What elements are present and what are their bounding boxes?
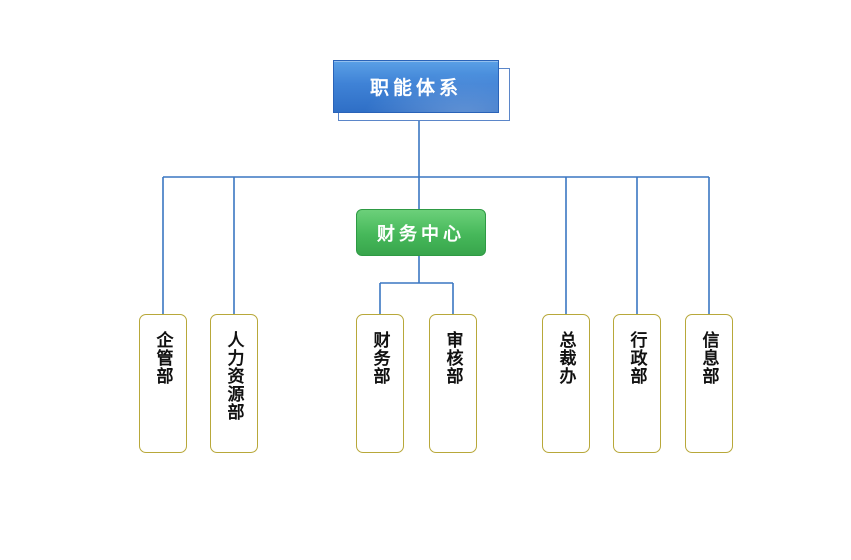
root-node-label: 职能体系 (369, 77, 462, 99)
dept-label: 信息部 (698, 331, 719, 385)
dept-label: 财务部 (369, 331, 390, 385)
dept-label: 总裁办 (555, 331, 576, 385)
dept-label: 行政部 (626, 331, 647, 385)
dept-node-caiwu[interactable]: 财务部 (356, 314, 404, 453)
dept-node-xinxi[interactable]: 信息部 (685, 314, 733, 453)
dept-node-shenhe[interactable]: 审核部 (429, 314, 477, 453)
dept-label: 审核部 (442, 331, 463, 385)
dept-node-xingzheng[interactable]: 行政部 (613, 314, 661, 453)
center-node-label: 财务中心 (377, 223, 465, 245)
root-node[interactable]: 职能体系 (333, 60, 499, 113)
dept-node-zongcai[interactable]: 总裁办 (542, 314, 590, 453)
dept-label: 人力资源部 (223, 331, 244, 421)
dept-label: 企管部 (152, 331, 173, 385)
dept-node-renli[interactable]: 人力资源部 (210, 314, 258, 453)
center-node[interactable]: 财务中心 (356, 209, 486, 256)
dept-node-qiguan[interactable]: 企管部 (139, 314, 187, 453)
